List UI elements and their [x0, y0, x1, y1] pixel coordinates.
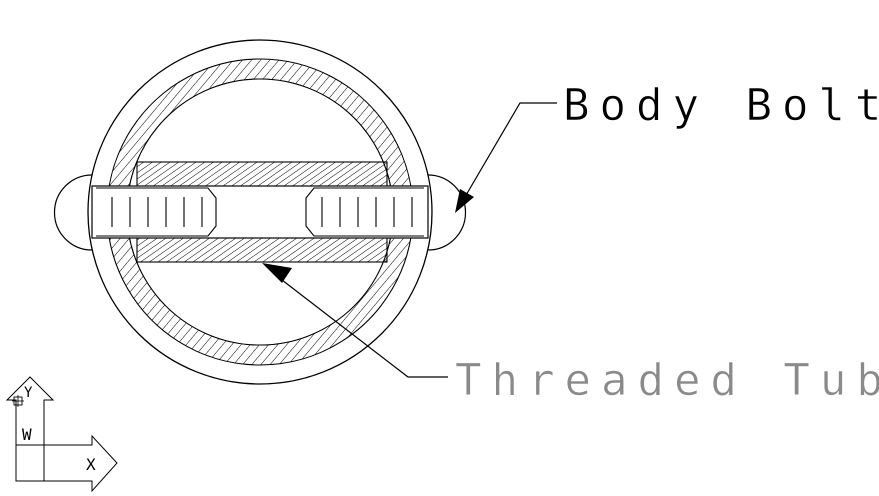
- leader-threaded-tube: [262, 263, 448, 378]
- bolt-shank: [91, 185, 429, 239]
- bolt-threads-right: [305, 187, 424, 237]
- label-threaded-tube: Threaded Tube: [455, 355, 879, 406]
- leader-body-bolts: [455, 102, 557, 213]
- ucs-icon: [5, 376, 118, 493]
- ucs-x-label: X: [86, 455, 96, 474]
- ucs-y-label: Y: [24, 385, 33, 401]
- label-body-bolts: Body Bolts: [563, 80, 879, 131]
- bolt-head-left: [53, 174, 93, 251]
- bolt-head-right: [427, 174, 467, 251]
- ucs-world-marker: W: [22, 425, 32, 444]
- bolt-threads-left: [96, 187, 217, 237]
